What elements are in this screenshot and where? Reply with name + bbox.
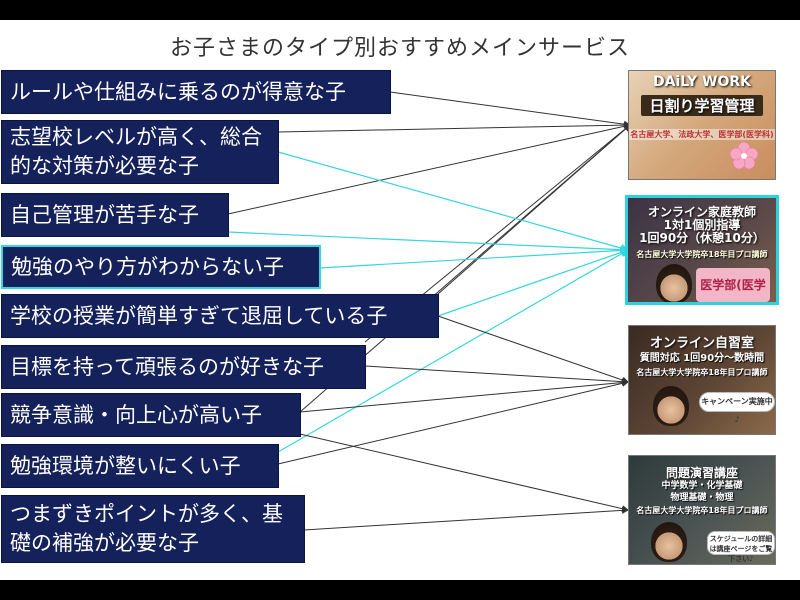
card-subjects-2: 物理基礎・物理 [670, 493, 734, 503]
type-label-study-method: 勉強のやり方がわからない子 [1, 245, 321, 289]
sakura-icon [729, 141, 759, 170]
card-note: 名古屋大学、法政大学、医学部(医学科) [629, 129, 775, 140]
connector-lines [227, 91, 631, 531]
line-goal-to-room [364, 365, 629, 386]
line-env-to-room [277, 379, 629, 465]
card-note: 名古屋大学大学院卒18年目プロ講師 [636, 250, 768, 259]
type-label-competitive: 競争意識・向上心が高い子 [1, 393, 301, 437]
line-aspire-to-daily [277, 121, 631, 133]
type-label-goal: 目標を持って頑張るのが好きな子 [1, 345, 366, 389]
speech-bubble: キャンペーン実施中♪ [699, 392, 775, 424]
card-title: DAiLY WORK [653, 74, 751, 90]
line-compete-to-room [299, 379, 629, 413]
type-label-environment: 勉強環境が整いにくい子 [1, 444, 279, 488]
line-rule-to-daily [389, 91, 631, 128]
service-card-online-tutor[interactable]: オンライン家庭教師 1対1個別指導 1回90分（休憩10分） 名古屋大学大学院卒… [625, 195, 779, 305]
type-label-fundamentals: つまずきポイントが多く、基礎の補強が必要な子 [1, 495, 305, 563]
card-note: 名古屋大学大学院卒18年目プロ講師 [636, 368, 768, 377]
line-compete-to-course [299, 433, 629, 513]
service-card-practice-course[interactable]: 問題演習講座 中学数学・化学基礎 物理基礎・物理 名古屋大学大学院卒18年目プロ… [628, 455, 776, 565]
card-title: 問題演習講座 [665, 466, 738, 480]
service-card-daily-work[interactable]: DAiLY WORK 日割り学習管理 名古屋大学、法政大学、医学部(医学科) [628, 70, 776, 180]
line-aspire-to-tutor [277, 151, 630, 253]
tutor-photo [653, 386, 689, 426]
type-label-self-management: 自己管理が苦手な子 [1, 193, 229, 237]
page-title: お子さまのタイプ別おすすめメインサービス [169, 36, 630, 61]
card-subtitle: 質問対応 1回90分〜数時間 [639, 353, 765, 364]
card-title: オンライン自習室 [649, 336, 754, 351]
line-env-to-tutor [277, 249, 630, 453]
slide: お子さまのタイプ別おすすめメインサービス ルールや仕組みに [0, 20, 800, 580]
card-subtitle: 1対1個別指導 [663, 218, 741, 232]
speech-bubble: スケジュールの詳細は講座ページをご覧下さい♪ [707, 531, 775, 563]
tutor-photo [651, 522, 687, 562]
card-detail: 1回90分（休憩10分） [639, 231, 765, 245]
line-bored-to-tutor [437, 248, 630, 317]
line-bored-to-room [437, 315, 629, 384]
card-title: オンライン家庭教師 [647, 205, 756, 219]
card-subjects: 中学数学・化学基礎 [661, 481, 743, 491]
service-card-online-study-room[interactable]: オンライン自習室 質問対応 1回90分〜数時間 名古屋大学大学院卒18年目プロ講… [628, 325, 776, 435]
line-selfmgmt-to-tutor [227, 231, 630, 254]
card-note: 名古屋大学大学院卒18年目プロ講師 [636, 506, 768, 515]
tutor-photo [656, 264, 692, 302]
type-label-aspire: 志望校レベルが高く、総合的な対策が必要な子 [1, 120, 279, 184]
type-label-rule: ルールや仕組みに乗るのが得意な子 [1, 70, 391, 114]
card-badge: 医学部(医学科) [696, 268, 770, 302]
line-base-to-course [303, 506, 629, 531]
card-subtitle: 日割り学習管理 [641, 95, 763, 116]
type-label-bored: 学校の授業が簡単すぎて退屈している子 [1, 294, 439, 338]
line-howto-to-tutor [319, 246, 630, 269]
line-selfmgmt-to-daily [227, 122, 631, 215]
